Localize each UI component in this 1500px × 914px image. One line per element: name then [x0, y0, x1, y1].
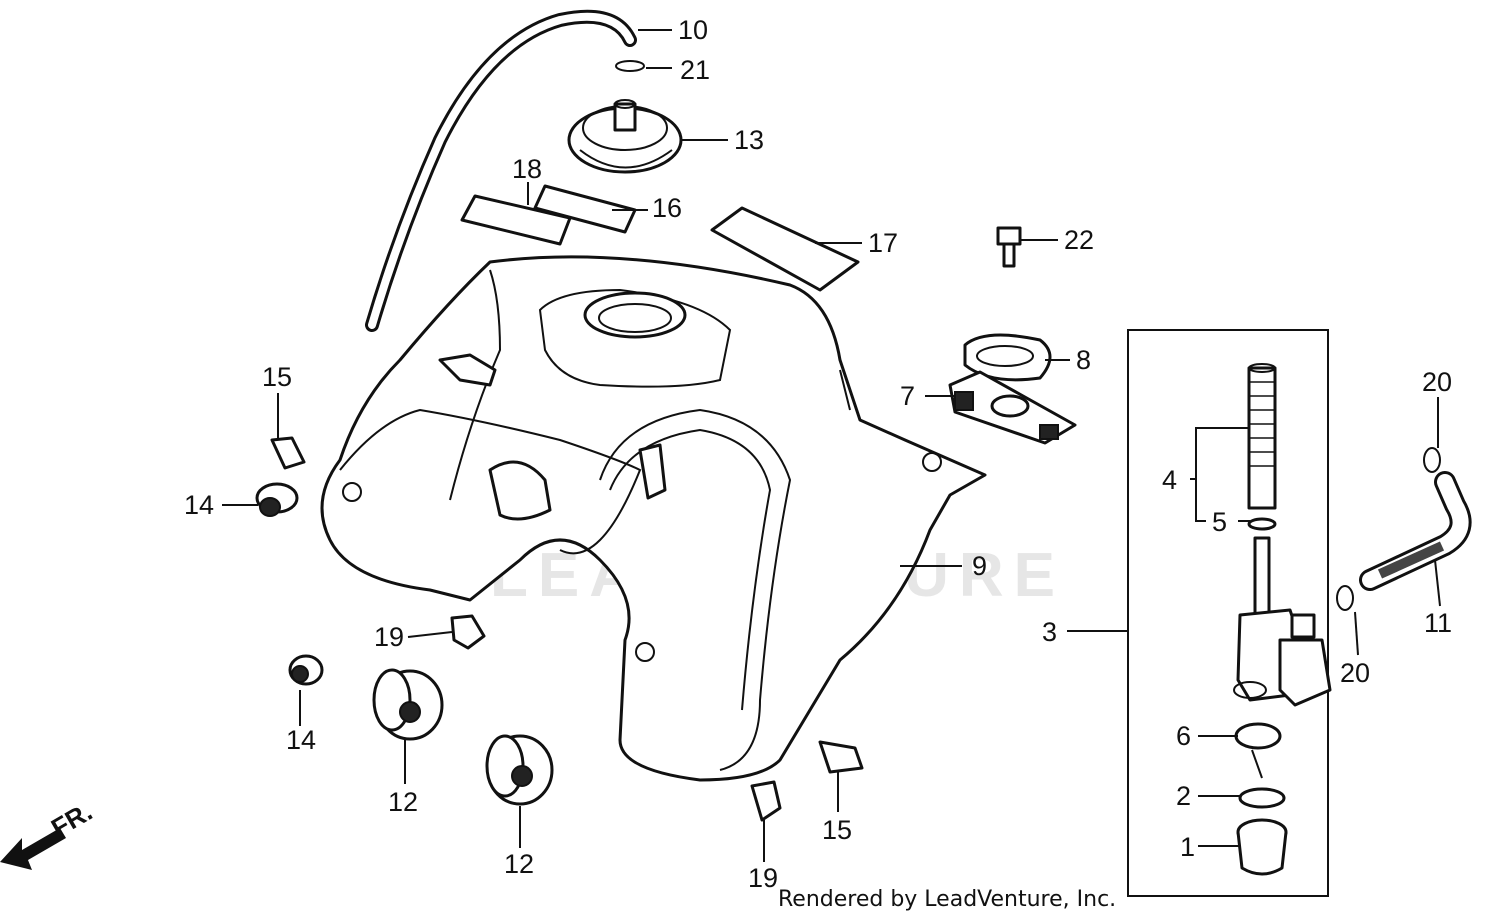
- fuel-cap: [567, 99, 683, 174]
- callout-19-left: 19: [374, 622, 404, 652]
- rollers: [372, 668, 554, 806]
- callout-20-bottom: 20: [1340, 658, 1370, 688]
- render-credit: Rendered by LeadVenture, Inc.: [778, 887, 1116, 912]
- tube-clips: [1336, 447, 1441, 611]
- breather-hose: [365, 9, 637, 332]
- wire-clips: [450, 614, 782, 822]
- front-direction-indicator: FR.: [0, 796, 97, 870]
- front-arrow-icon: [0, 828, 66, 870]
- callout-15-bottom: 15: [822, 815, 852, 845]
- label-decals: [460, 184, 860, 292]
- leader-lines: [222, 29, 1441, 862]
- callout-6: 6: [1176, 721, 1191, 751]
- callout-22: 22: [1064, 225, 1094, 255]
- fuel-tank: [320, 255, 987, 782]
- callout-18: 18: [512, 154, 542, 184]
- grommets: [255, 436, 864, 774]
- callout-8: 8: [1076, 345, 1091, 375]
- callout-14-left: 14: [184, 490, 214, 520]
- fuel-tube: [1359, 471, 1472, 591]
- callout-4: 4: [1162, 465, 1177, 495]
- callout-14-bottom: 14: [286, 725, 316, 755]
- bolt: [996, 226, 1022, 268]
- callout-12-right: 12: [504, 849, 534, 879]
- callout-16: 16: [652, 193, 682, 223]
- callout-1: 1: [1180, 832, 1195, 862]
- callout-17: 17: [868, 228, 898, 258]
- petcock-assembly: [1127, 329, 1332, 897]
- callout-13: 13: [734, 125, 764, 155]
- hose-clip: [615, 60, 645, 72]
- callout-15-left: 15: [262, 362, 292, 392]
- callout-labels: 10 21 13 18 16 17 22 8 7 9 3 4 5 6 2 1 2…: [184, 15, 1452, 893]
- callout-20-top: 20: [1422, 367, 1452, 397]
- callout-3: 3: [1042, 617, 1057, 647]
- callout-12-left: 12: [388, 787, 418, 817]
- callout-2: 2: [1176, 781, 1191, 811]
- callout-7: 7: [900, 381, 915, 411]
- callout-5: 5: [1212, 507, 1227, 537]
- callout-10: 10: [678, 15, 708, 45]
- callout-11: 11: [1424, 608, 1452, 638]
- callout-9: 9: [972, 551, 987, 581]
- rubber-mount: [948, 370, 1077, 445]
- callout-19-bottom: 19: [748, 863, 778, 893]
- callout-21: 21: [680, 55, 710, 85]
